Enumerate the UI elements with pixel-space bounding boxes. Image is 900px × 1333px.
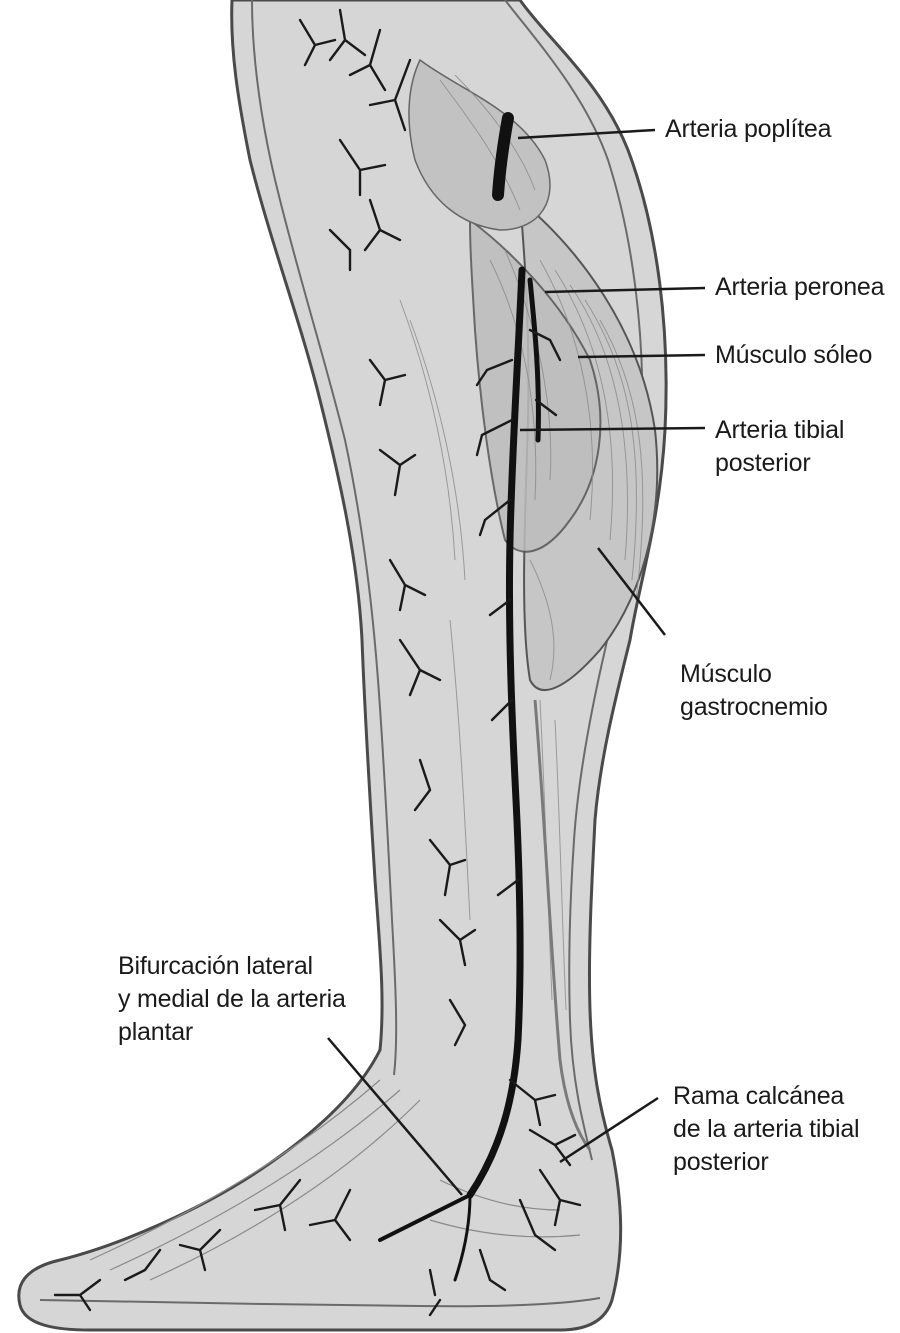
label-bifurcacion-plantar: Bifurcación lateral y medial de la arter… — [118, 950, 346, 1049]
leader-lines — [327, 128, 706, 1196]
leader-poplitea — [517, 128, 656, 140]
leader-tibial — [519, 426, 706, 432]
label-arteria-poplitea: Arteria poplítea — [665, 115, 832, 143]
posterior-tibial-artery — [466, 266, 526, 1199]
label-rama-calcanea: Rama calcánea de la arteria tibial poste… — [673, 1080, 860, 1179]
popliteal-fossa — [408, 58, 551, 231]
sole-line — [39, 1297, 601, 1308]
achilles-tendon — [533, 699, 592, 1151]
label-line: gastrocnemio — [680, 693, 828, 721]
muscles — [89, 58, 659, 1281]
peroneal-artery — [527, 277, 541, 443]
label-line: de la arteria tibial — [673, 1115, 860, 1143]
label-arteria-peronea: Arteria peronea — [715, 273, 885, 301]
skin-inner-line — [251, 0, 398, 1076]
leader-bifurcacion — [327, 1037, 463, 1196]
label-musculo-soleo: Músculo sóleo — [715, 341, 873, 369]
leader-soleo — [577, 353, 706, 359]
vessel-branches — [53, 8, 582, 1317]
label-line: Arteria tibial — [715, 416, 845, 444]
arteries — [378, 112, 541, 1282]
plantar-branch-medial — [378, 1193, 472, 1242]
label-line: Músculo — [680, 660, 772, 688]
popliteal-artery — [492, 112, 514, 201]
plantar-branch-lateral — [453, 1193, 472, 1282]
label-line: plantar — [118, 1018, 194, 1046]
leader-calcanea — [559, 1096, 659, 1164]
label-arteria-tibial-posterior: Arteria tibial posterior — [715, 414, 844, 480]
label-line: posterior — [673, 1148, 769, 1176]
leader-peronea — [544, 286, 706, 294]
soleus-muscle — [468, 217, 602, 553]
label-line: Bifurcación lateral — [118, 952, 313, 980]
label-musculo-gastrocnemio: Músculo gastrocnemio — [680, 658, 828, 724]
leader-gastrocnemio — [597, 547, 666, 636]
label-line: posterior — [715, 449, 811, 477]
label-line: Rama calcánea — [673, 1082, 845, 1110]
label-line: y medial de la arteria — [118, 985, 346, 1013]
